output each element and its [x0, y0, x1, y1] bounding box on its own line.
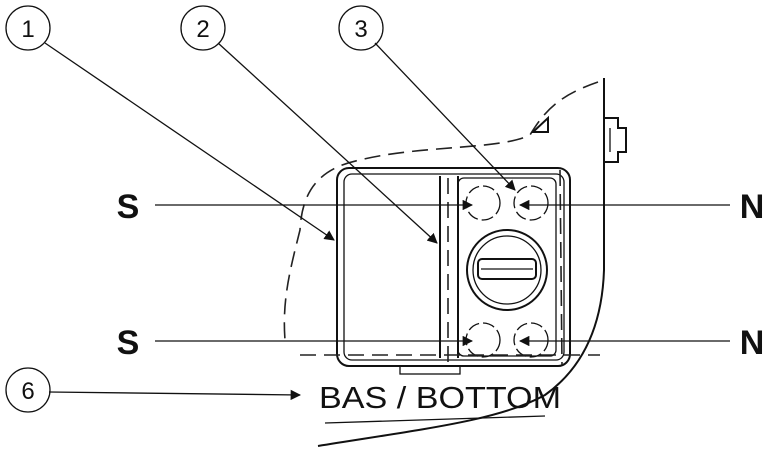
callout-3-label: 3 — [354, 16, 367, 43]
housing-inner-line — [324, 415, 546, 424]
terminal-top-left — [465, 185, 501, 221]
housing-outline-solid — [317, 78, 605, 447]
leader-1 — [44, 42, 335, 241]
phantom-line-2 — [559, 169, 563, 366]
triangle-marker — [530, 115, 549, 133]
housing-outline-dashed — [283, 81, 599, 341]
switch-body-inner — [343, 173, 565, 361]
bottom-tab — [399, 365, 461, 375]
callout-6: 6 — [5, 367, 51, 413]
leader-2 — [217, 42, 438, 244]
leader-6 — [48, 389, 302, 401]
south-bottom-label: S — [117, 324, 140, 362]
callout-1-label: 1 — [21, 16, 34, 43]
terminal-top-right — [513, 185, 549, 221]
bottom-label: BAS / BOTTOM — [319, 380, 561, 415]
terminal-bottom-left — [465, 322, 501, 358]
callout-2: 2 — [180, 5, 226, 51]
leader-3 — [374, 42, 516, 191]
callout-2-label: 2 — [196, 16, 209, 43]
north-bottom-label: N — [740, 324, 765, 362]
south-top-label: S — [117, 188, 140, 226]
side-clip — [604, 117, 627, 163]
knob-slot — [477, 258, 537, 280]
north-top-label: N — [740, 188, 765, 226]
callout-3: 3 — [338, 5, 384, 51]
rotary-knob — [466, 229, 548, 311]
callout-6-label: 6 — [21, 378, 34, 405]
terminal-bottom-right — [513, 322, 549, 358]
callout-1: 1 — [5, 5, 51, 51]
contact-frame — [457, 177, 557, 357]
rotary-knob-inner — [472, 235, 542, 305]
